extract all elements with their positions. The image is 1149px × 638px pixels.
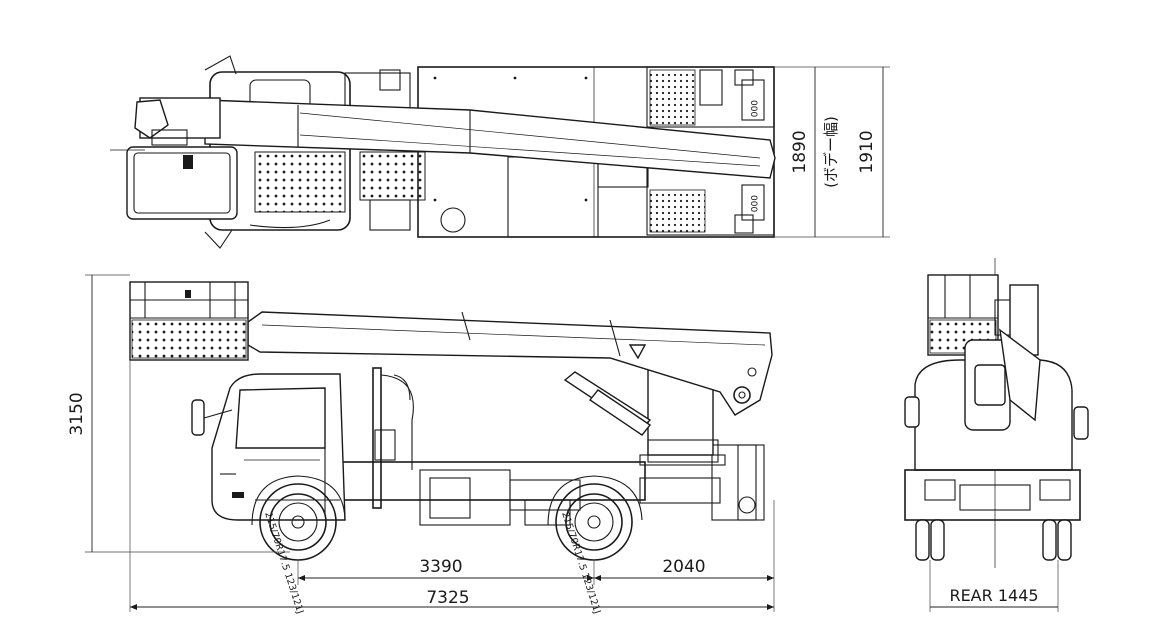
dimensions: 1890 (ボデー幅) 1910 3150 3390 2040 7325 REA… <box>67 66 1059 612</box>
wheelbase-value: 3390 <box>419 557 462 577</box>
side-mirror <box>191 399 205 436</box>
side-view: 215/70R17.5 123/121J 215/70R17.5 123/121… <box>129 281 773 616</box>
chassis-rear <box>904 469 1081 521</box>
boom-top <box>204 99 776 179</box>
overall-width-value: 1910 <box>857 130 877 173</box>
overall-height-value: 3150 <box>67 392 87 435</box>
body-width-note: (ボデー幅) <box>822 116 840 188</box>
boom-side <box>247 311 773 416</box>
cab-window <box>235 387 326 449</box>
rear-dual-tires <box>915 519 1072 561</box>
rear-tire-label: 215/70R17.5 123/121J <box>559 511 602 616</box>
svg-text:000: 000 <box>748 195 758 212</box>
body-width-value: 1890 <box>790 130 810 173</box>
bucket-top <box>126 146 238 220</box>
rear-view <box>904 258 1089 568</box>
top-view: 000 000 <box>110 55 776 249</box>
overall-length-value: 7325 <box>426 588 469 608</box>
manhole-circle <box>440 207 466 233</box>
front-tire-label: 215/70R17.5 123/121J <box>262 511 305 616</box>
rear-overhang-value: 2040 <box>662 557 705 577</box>
rear-wheel: 215/70R17.5 123/121J <box>547 475 643 616</box>
rear-tread-value: REAR 1445 <box>949 586 1038 605</box>
outrigger-label-top: 000 <box>748 100 758 117</box>
